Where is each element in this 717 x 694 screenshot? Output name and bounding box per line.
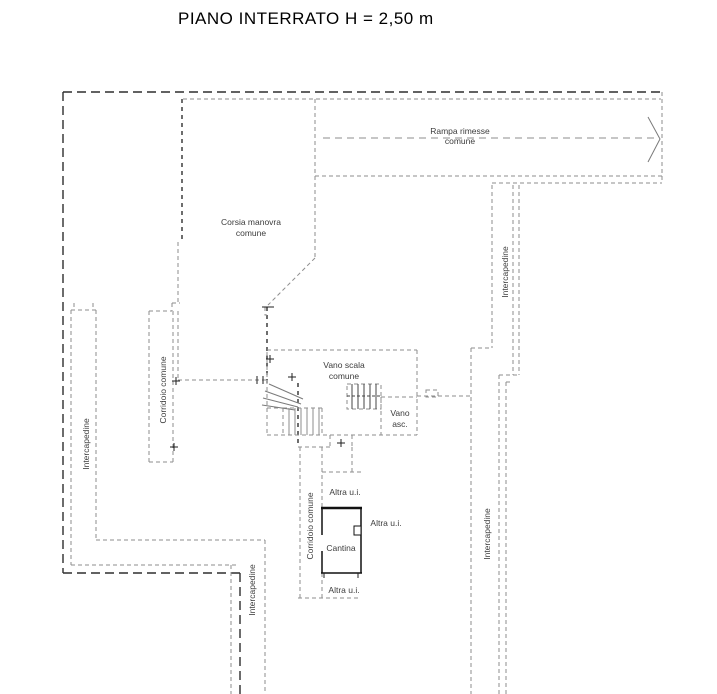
room-label-corsia-line1: Corsia manovra — [221, 217, 281, 227]
room-label-altra-ui-top: Altra u.i. — [329, 487, 360, 497]
outer-boundary-lines — [62, 91, 662, 694]
room-label-ramp-line2: comune — [445, 136, 476, 146]
room-label-altra-ui-bottom: Altra u.i. — [328, 585, 359, 595]
intercapedine-left-lines — [70, 303, 266, 694]
room-label-ramp-line1: Rampa rimesse — [430, 126, 490, 136]
cantina-walls — [321, 506, 362, 574]
room-label-corridoio-left: Corridoio comune — [158, 356, 168, 423]
room-label-corridoio-center: Corridoio comune — [305, 492, 315, 559]
stair-treads-icon — [288, 408, 320, 435]
room-label-intercapedine-right-upper: Intercapedine — [500, 246, 510, 298]
intercapedine-right-lines — [470, 185, 520, 694]
room-label-intercapedine-left: Intercapedine — [81, 418, 91, 470]
room-label-intercapedine-right-lower: Intercapedine — [482, 508, 492, 560]
corsia-lines — [177, 242, 316, 316]
corridor-left-lines — [148, 302, 267, 463]
cantina-door-jamb-icon — [353, 525, 362, 536]
bold-wall-lines — [181, 99, 299, 447]
ramp-lines — [183, 92, 663, 258]
page-title: PIANO INTERRATO H = 2,50 m — [178, 9, 434, 28]
door-tick-marks — [170, 306, 359, 578]
room-label-corsia-line2: comune — [236, 228, 267, 238]
winder-stairs-icon — [261, 383, 304, 411]
upper-stair-flight-icon — [346, 383, 382, 410]
room-label-vano-scala-line2: comune — [329, 371, 360, 381]
stair-block-lines — [261, 349, 470, 436]
room-label-vano-scala-line1: Vano scala — [323, 360, 365, 370]
room-label-vano-asc-line2: asc. — [392, 419, 408, 429]
room-label-altra-ui-right: Altra u.i. — [370, 518, 401, 528]
corridor-center-lines — [298, 435, 361, 599]
room-label-cantina: Cantina — [326, 543, 356, 553]
ramp-arrow-icon — [647, 116, 661, 163]
room-label-vano-asc-line1: Vano — [390, 408, 409, 418]
room-label-intercapedine-bottom-left: Intercapedine — [247, 564, 257, 616]
